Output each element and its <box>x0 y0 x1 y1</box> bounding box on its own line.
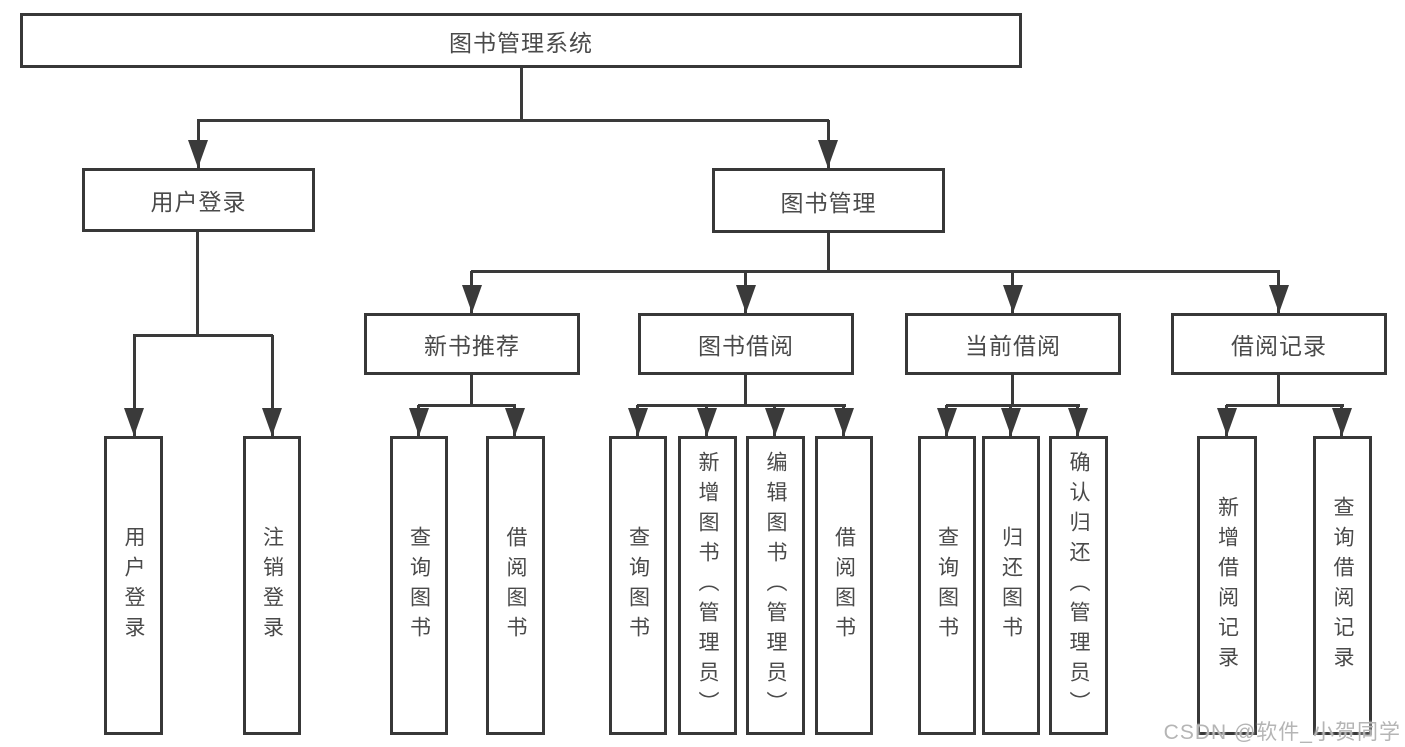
connector-line <box>744 375 747 405</box>
leaf-logout: 注销登录 <box>243 436 301 735</box>
connector-line <box>637 404 846 407</box>
arrow-down-icon <box>505 408 525 436</box>
leaf-add-borrowing-record: 新增借阅记录 <box>1197 436 1257 735</box>
arrow-down-icon <box>1332 408 1352 436</box>
connector-line <box>196 232 199 335</box>
arrow-down-icon <box>1269 285 1289 313</box>
leaf-user-login: 用户登录 <box>104 436 163 735</box>
arrow-down-icon <box>1001 408 1021 436</box>
leaf-query-books-current: 查询图书 <box>918 436 976 735</box>
arrow-down-icon <box>188 140 208 168</box>
leaf-add-books-admin: 新增图书（管理员） <box>678 436 737 735</box>
node-book-borrowing: 图书借阅 <box>638 313 854 375</box>
leaf-borrow-books: 借阅图书 <box>815 436 873 735</box>
connector-line <box>418 404 516 407</box>
arrow-down-icon <box>1217 408 1237 436</box>
arrow-down-icon <box>1068 408 1088 436</box>
node-user-login: 用户登录 <box>82 168 315 232</box>
arrow-down-icon <box>834 408 854 436</box>
arrow-down-icon <box>736 285 756 313</box>
arrow-down-icon <box>124 408 144 436</box>
arrow-down-icon <box>262 408 282 436</box>
node-library-management-system: 图书管理系统 <box>20 13 1022 68</box>
connector-line <box>197 119 829 122</box>
node-current-borrowing: 当前借阅 <box>905 313 1121 375</box>
leaf-query-borrowing-record: 查询借阅记录 <box>1313 436 1372 735</box>
leaf-return-books: 归还图书 <box>982 436 1040 735</box>
arrow-down-icon <box>628 408 648 436</box>
leaf-confirm-return-admin: 确认归还（管理员） <box>1049 436 1108 735</box>
arrow-down-icon <box>937 408 957 436</box>
connector-line <box>1226 404 1344 407</box>
arrow-down-icon <box>697 408 717 436</box>
connector-line <box>827 233 830 271</box>
leaf-edit-books-admin: 编辑图书（管理员） <box>746 436 805 735</box>
leaf-borrow-books-recommendation: 借阅图书 <box>486 436 545 735</box>
csdn-watermark: CSDN @软件_小贺同学 <box>1163 721 1401 744</box>
leaf-query-books-recommendation: 查询图书 <box>390 436 448 735</box>
arrow-down-icon <box>1003 285 1023 313</box>
connector-line <box>271 335 274 436</box>
arrow-down-icon <box>409 408 429 436</box>
connector-line <box>1011 375 1014 405</box>
arrow-down-icon <box>462 285 482 313</box>
node-borrowing-records: 借阅记录 <box>1171 313 1387 375</box>
connector-line <box>471 270 1280 273</box>
connector-line <box>133 335 136 436</box>
node-book-management: 图书管理 <box>712 168 945 233</box>
connector-line <box>946 404 1080 407</box>
node-new-book-recommendation: 新书推荐 <box>364 313 580 375</box>
arrow-down-icon <box>765 408 785 436</box>
connector-line <box>520 68 523 120</box>
arrow-down-icon <box>818 140 838 168</box>
connector-line <box>470 375 473 405</box>
leaf-query-books-borrowing: 查询图书 <box>609 436 667 735</box>
connector-line <box>1277 375 1280 405</box>
connector-line <box>133 334 273 337</box>
